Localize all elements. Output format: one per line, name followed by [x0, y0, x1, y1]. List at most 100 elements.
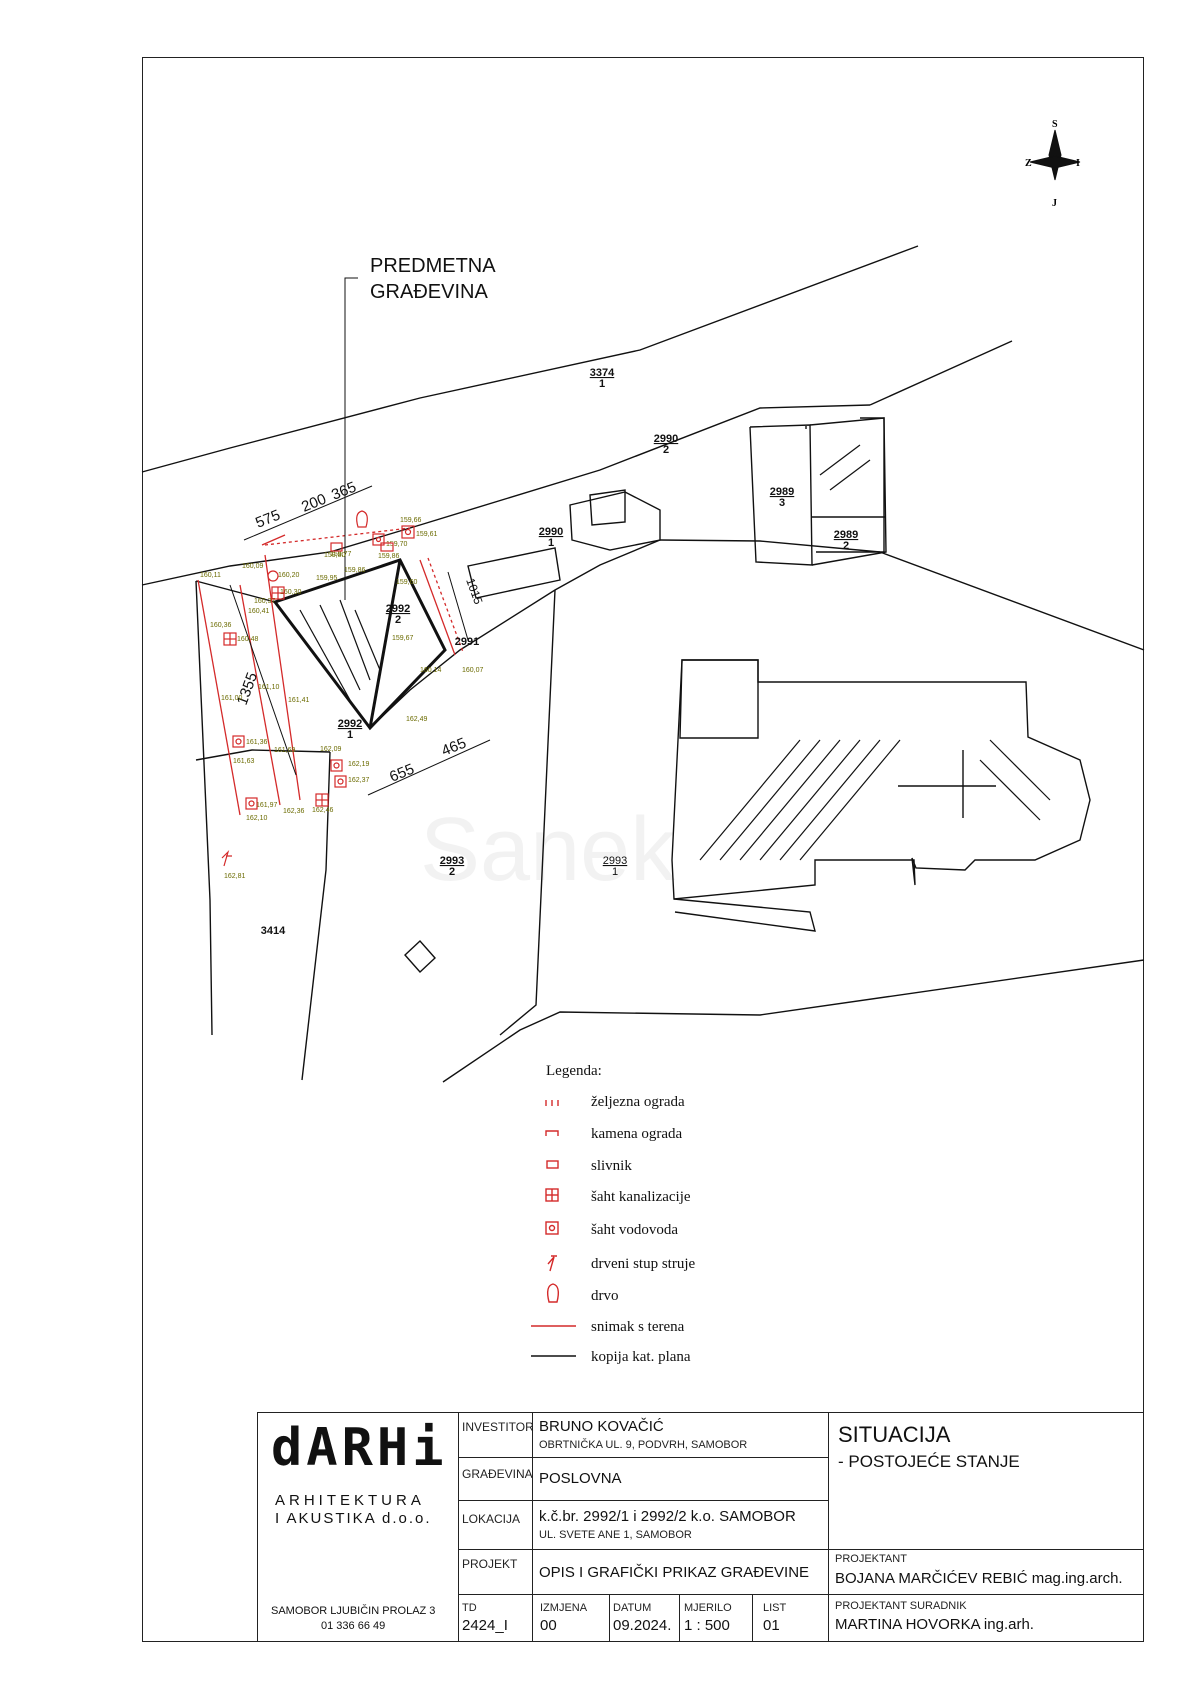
- dim-200: 200: [299, 491, 329, 516]
- elev-27: 162,19: [348, 761, 370, 768]
- parcel-2989-2-sub: 2: [843, 540, 849, 552]
- callout-line1: PREDMETNA: [370, 255, 496, 277]
- elev-33: 162,49: [406, 716, 428, 723]
- legend-labels: željezna ograda kamena ograda slivnik ša…: [591, 1094, 695, 1365]
- parcel-2991-num: 2991: [455, 636, 479, 648]
- investitor-name: BRUNO KOVAČIĆ: [539, 1418, 664, 1435]
- parcel-3374-num: 3374: [590, 367, 615, 379]
- legend-item-8: kopija kat. plana: [591, 1349, 691, 1365]
- legend-item-4: šaht vodovoda: [591, 1222, 678, 1238]
- dim-365: 365: [329, 479, 359, 504]
- datum-value: 09.2024.: [613, 1617, 672, 1634]
- list-value: 01: [763, 1617, 780, 1634]
- suradnik-label: PROJEKTANT SURADNIK: [835, 1600, 967, 1612]
- parcel-2992-2-sub: 2: [395, 614, 401, 626]
- hatching: [299, 444, 1051, 861]
- parcel-2993-1-num: 2993: [603, 855, 627, 867]
- izmjena-value: 00: [540, 1617, 557, 1634]
- elev-22: 161,00: [221, 695, 243, 702]
- elev-3: 160,30: [280, 589, 302, 596]
- parcel-2989-2-num: 2989: [834, 529, 858, 541]
- dimension-lines: [229, 485, 491, 796]
- elev-32: 162,10: [246, 815, 268, 822]
- cadastre-lines: [141, 245, 1145, 1083]
- elev-25: 161,63: [233, 758, 255, 765]
- elev-9: 159,77: [330, 551, 352, 558]
- projekt-value: OPIS I GRAFIČKI PRIKAZ GRAĐEVINE: [539, 1564, 810, 1581]
- company-name-line2: I AKUSTIKA d.o.o.: [275, 1510, 432, 1527]
- elev-14: 159,86: [344, 567, 366, 574]
- dim-575: 575: [253, 507, 283, 532]
- callout-leader: [344, 277, 358, 600]
- dim-655: 655: [387, 761, 417, 786]
- legend-item-6: drvo: [591, 1288, 619, 1304]
- elev-5: 160,41: [248, 608, 270, 615]
- projektant-value: BOJANA MARČIĆEV REBIĆ mag.ing.arch.: [835, 1570, 1123, 1587]
- elev-6: 160,36: [210, 622, 232, 629]
- projektant-label: PROJEKTANT: [835, 1553, 907, 1565]
- parcel-2992-2-num: 2992: [386, 603, 410, 615]
- company-address: SAMOBOR LJUBIČIN PROLAZ 3: [271, 1605, 436, 1617]
- elev-30: 162,36: [283, 808, 305, 815]
- elev-11: 159,70: [386, 541, 408, 548]
- elev-2: 160,20: [278, 572, 300, 579]
- investitor-address: OBRTNIČKA UL. 9, PODVRH, SAMOBOR: [539, 1439, 748, 1451]
- elev-10: 159,80: [324, 552, 346, 559]
- legend-item-5: drveni stup struje: [591, 1256, 695, 1272]
- north-s: S: [1052, 119, 1058, 130]
- elev-24: 161,69: [274, 747, 296, 754]
- gradevina-value: POSLOVNA: [539, 1470, 622, 1487]
- watermark: Sanek: [420, 800, 676, 900]
- parcel-2990-1-num: 2990: [539, 526, 563, 538]
- datum-label: DATUM: [613, 1602, 652, 1614]
- dim-1015: 1015: [463, 576, 485, 606]
- elev-8: 159,66: [400, 517, 422, 524]
- td-value: 2424_I: [462, 1617, 508, 1634]
- elev-19: 160,07: [462, 667, 484, 674]
- parcel-2990-2-num: 2990: [654, 433, 678, 445]
- suradnik-value: MARTINA HOVORKA ing.arh.: [835, 1616, 1034, 1633]
- elev-17: 159,67: [392, 635, 414, 642]
- elev-7: 160,48: [237, 636, 259, 643]
- elev-31: 162,46: [312, 807, 334, 814]
- sheet-title: SITUACIJA: [838, 1422, 951, 1447]
- elev-13: 159,95: [316, 575, 338, 582]
- mjerilo-label: MJERILO: [684, 1602, 732, 1614]
- subject-building: [272, 558, 447, 731]
- elev-4: 160,37: [254, 598, 276, 605]
- gradevina-label: GRAĐEVINA: [462, 1467, 533, 1481]
- legend-item-3: šaht kanalizacije: [591, 1189, 691, 1205]
- parcel-2993-1-sub: 1: [612, 866, 618, 878]
- elev-21: 161,41: [288, 697, 310, 704]
- elev-20: 161,10: [258, 684, 280, 691]
- td-label: TD: [462, 1602, 477, 1614]
- lokacija-label: LOKACIJA: [462, 1512, 521, 1526]
- elev-0: 160,11: [200, 572, 221, 579]
- mjerilo-value: 1 : 500: [684, 1617, 730, 1634]
- investitor-label: INVESTITOR: [462, 1420, 534, 1434]
- parcel-2992-1-sub: 1: [347, 729, 353, 741]
- legend-item-2: slivnik: [591, 1158, 632, 1174]
- list-label: LIST: [763, 1602, 787, 1614]
- legend-symbols: [531, 1100, 576, 1327]
- elev-18: 160,14: [420, 667, 442, 674]
- north-i: I: [1076, 158, 1080, 169]
- parcel-2993-2-sub: 2: [449, 866, 455, 878]
- legend-item-7: snimak s terena: [591, 1319, 685, 1335]
- izmjena-label: IZMJENA: [540, 1602, 588, 1614]
- parcel-2990-1-sub: 1: [548, 537, 554, 549]
- company-logo: dARHi: [271, 1418, 448, 1478]
- parcel-2989-3-sub: 3: [779, 497, 785, 509]
- elev-29: 161,97: [256, 802, 278, 809]
- parcel-3414-num: 3414: [261, 925, 286, 937]
- elev-23: 161,36: [246, 739, 268, 746]
- sheet-subtitle: - POSTOJEĆE STANJE: [838, 1452, 1020, 1471]
- north-j: J: [1052, 198, 1057, 209]
- field-survey-lines: [197, 527, 464, 816]
- elev-12: 159,61: [416, 531, 438, 538]
- parcel-2989-3-num: 2989: [770, 486, 794, 498]
- parcel-2990-2-sub: 2: [663, 444, 669, 456]
- projekt-label: PROJEKT: [462, 1557, 518, 1571]
- parcel-3374-sub: 1: [599, 378, 605, 390]
- legend-item-0: željezna ograda: [591, 1094, 685, 1110]
